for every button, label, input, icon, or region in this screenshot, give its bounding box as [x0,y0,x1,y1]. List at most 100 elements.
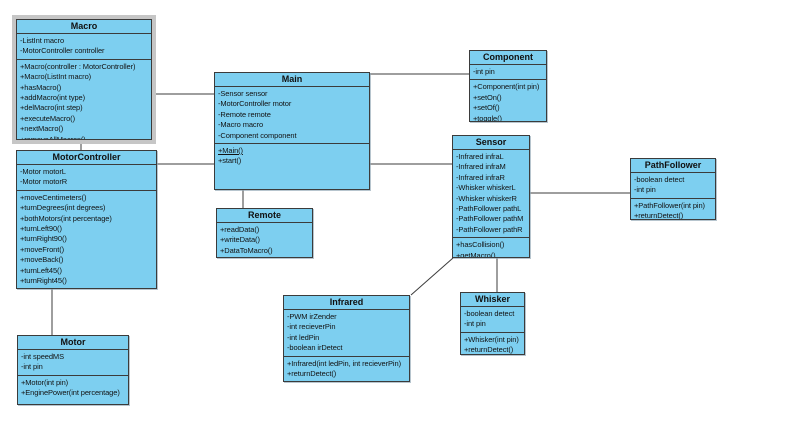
class-motorcontroller[interactable]: MotorController -Motor motorL-Motor moto… [16,150,157,289]
member-line: +start() [218,156,242,166]
member-line: -Remote remote [218,109,271,119]
member-line: +turnDegrees(int degrees) [20,203,106,213]
member-line: -Infrared infraM [456,162,506,172]
class-remote[interactable]: Remote +readData()+writeData()+DataToMac… [216,208,313,258]
member-line: -boolean detect [464,309,515,318]
class-pathfollower-methods: +PathFollower(int pin)+returnDetect() [631,197,715,220]
member-line: +addMacro(int type) [20,93,86,103]
member-line: +returnDetect() [464,345,514,355]
class-motorcontroller-methods: +moveCentimeters()+turnDegrees(int degre… [17,189,156,288]
class-motor-attributes: -int speedMS-int pin [18,349,128,375]
class-main-methods: +Main()+start() [215,143,369,189]
member-line: +Component(int pin) [473,82,540,92]
member-line: -int pin [464,319,486,329]
member-line: -PathFollower pathL [456,204,522,214]
member-line: +DataToMacro() [220,245,273,255]
class-infrared[interactable]: Infrared -PWM irZender-int recieverPin-i… [283,295,410,382]
class-motor-methods: +Motor(int pin)+EnginePower(int percenta… [18,374,128,404]
member-line: -Motor motorL [20,167,66,176]
member-line: +Whisker(int pin) [464,334,519,344]
member-line: +turnRight45() [20,276,67,286]
class-macro[interactable]: Macro -ListInt macro-MotorController con… [12,15,156,144]
class-main-title: Main [281,74,303,84]
member-line: +PathFollower(int pin) [634,200,705,210]
member-line: +returnDetect() [634,211,684,220]
member-line: +executeMacro() [20,113,75,123]
member-line: +turnLeft90() [20,224,62,234]
member-line: +moveFront() [20,244,65,254]
class-pathfollower-attributes: -boolean detect-int pin [631,172,715,198]
class-main[interactable]: Main -Sensor sensor-MotorController moto… [214,72,370,190]
class-remote-methods: +readData()+writeData()+DataToMacro() [217,222,312,257]
member-line: +bothMotors(int percentage) [20,213,112,223]
member-line: +hasCollision() [456,240,505,250]
member-line: -int pin [634,185,656,195]
class-motorcontroller-attributes: -Motor motorL-Motor motorR [17,164,156,190]
member-line: +nextMacro() [20,124,64,134]
member-line: +delMacro(int step) [20,103,83,113]
member-line: -boolean irDetect [287,343,343,353]
class-pathfollower[interactable]: PathFollower -boolean detect-int pin +Pa… [630,158,716,220]
member-line: -PathFollower pathM [456,214,524,224]
member-line: +Infrared(int ledPin, int recieverPin) [287,358,401,368]
member-line: -boolean detect [634,175,685,184]
class-component-attributes: -int pin [470,64,546,79]
member-line: -Sensor sensor [218,89,268,98]
class-motor-title: Motor [60,337,86,347]
member-line: +EnginePower(int percentage) [21,388,120,398]
class-component[interactable]: Component -int pin +Component(int pin)+s… [469,50,547,122]
member-line: -Infrared infraR [456,172,505,182]
class-component-title: Component [483,52,533,62]
class-remote-title: Remote [247,210,281,220]
member-line: -PathFollower pathR [456,224,523,234]
class-pathfollower-title: PathFollower [644,160,702,170]
member-line: +getMacro() [456,250,496,258]
member-line: -Infrared infraL [456,152,504,161]
member-line: +removeAllMacros() [20,134,86,140]
member-line: -Whisker whiskerL [456,183,516,193]
member-line: -int pin [21,362,43,372]
member-line: +readData() [220,225,260,234]
class-component-methods: +Component(int pin)+setOn()+setOf()+togg… [470,79,546,122]
member-line: +moveBack() [20,255,64,265]
class-sensor-title: Sensor [475,137,507,147]
member-line: -int recieverPin [287,322,336,332]
class-macro-attributes: -ListInt macro-MotorController controlle… [17,33,151,59]
class-whisker-methods: +Whisker(int pin)+returnDetect() [461,331,524,355]
member-line: +setOf() [473,103,500,113]
class-whisker[interactable]: Whisker -boolean detect-int pin +Whisker… [460,292,525,355]
member-line: -MotorController controller [20,46,105,56]
member-line: +Main() [218,146,243,156]
class-infrared-title: Infrared [329,297,364,307]
member-line: +moveCentimeters() [20,192,87,202]
class-motorcontroller-title: MotorController [52,152,121,162]
member-line: -PWM irZender [287,312,337,321]
member-line: -int ledPin [287,332,320,342]
member-line: +returnDetect() [287,369,337,379]
member-line: +toggle() [473,113,502,122]
member-line: -Motor motorR [20,177,68,187]
member-line: +writeData() [220,235,260,245]
connector-sensor-infrared[interactable] [410,257,454,296]
member-line: -MotorController motor [218,99,292,109]
member-line: -int speedMS [21,352,64,361]
member-line: +setOn() [473,92,502,102]
class-macro-title: Macro [70,21,98,31]
class-sensor-attributes: -Infrared infraL-Infrared infraM-Infrare… [453,149,529,237]
member-line: -ListInt macro [20,36,65,45]
class-sensor[interactable]: Sensor -Infrared infraL-Infrared infraM-… [452,135,530,258]
member-line: +Motor(int pin) [21,377,69,387]
class-whisker-attributes: -boolean detect-int pin [461,306,524,332]
class-whisker-title: Whisker [474,294,510,304]
member-line: +Macro(controller : MotorController) [20,61,136,71]
member-line: -int pin [473,67,495,76]
class-sensor-methods: +hasCollision()+getMacro() [453,237,529,258]
class-main-attributes: -Sensor sensor-MotorController motor-Rem… [215,86,369,143]
class-motor[interactable]: Motor -int speedMS-int pin +Motor(int pi… [17,335,129,405]
member-line: -Component component [218,130,297,140]
member-line: -Macro macro [218,120,264,130]
class-macro-methods: +Macro(controller : MotorController)+Mac… [17,58,151,140]
member-line: +hasMacro() [20,82,62,92]
